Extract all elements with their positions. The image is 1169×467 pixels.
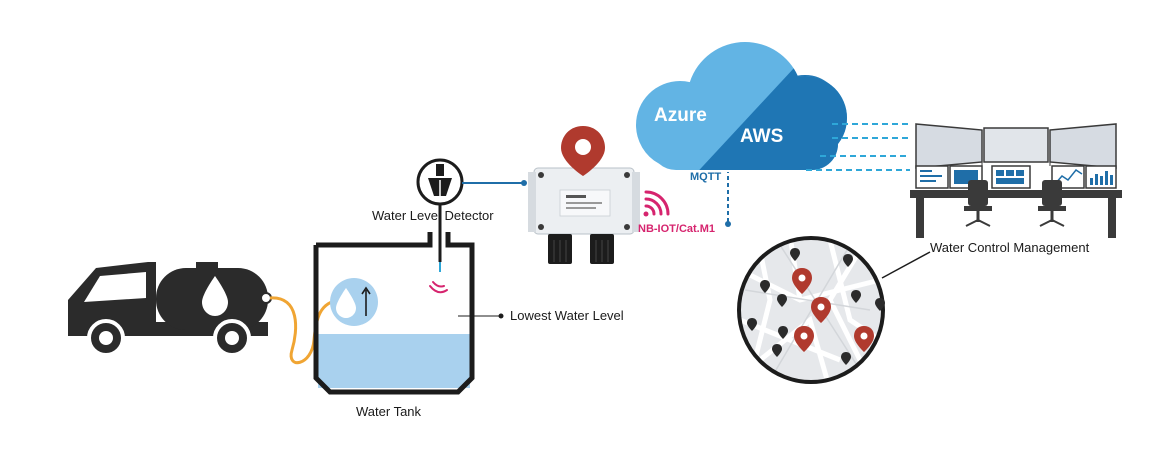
lowest-water-level-label: Lowest Water Level xyxy=(510,308,624,323)
wifi-signal-icon xyxy=(643,190,670,217)
water-truck-icon xyxy=(68,262,272,357)
map-icon xyxy=(737,236,885,384)
water-drop-icon xyxy=(330,278,378,326)
location-pin-icon xyxy=(561,126,605,176)
cloud-icon: Azure AWS xyxy=(636,42,847,170)
sensor-signal-icon xyxy=(429,281,448,294)
hose xyxy=(269,296,341,365)
control-room-icon xyxy=(910,123,1122,238)
management-label: Water Control Management xyxy=(930,240,1090,255)
sensor-icon xyxy=(416,158,464,206)
water-tank xyxy=(313,232,475,395)
cloud-aws-label: AWS xyxy=(740,126,783,147)
cloud-azure-label: Azure xyxy=(654,105,707,126)
water-tank-label: Water Tank xyxy=(356,404,422,419)
mqtt-label: MQTT xyxy=(690,171,721,183)
cloud-to-control-links xyxy=(806,123,910,171)
cellular-protocol-label: NB-IOT/Cat.M1 xyxy=(638,223,715,235)
iot-controller-device xyxy=(528,167,640,264)
detector-label: Water Level Detector xyxy=(372,208,494,223)
